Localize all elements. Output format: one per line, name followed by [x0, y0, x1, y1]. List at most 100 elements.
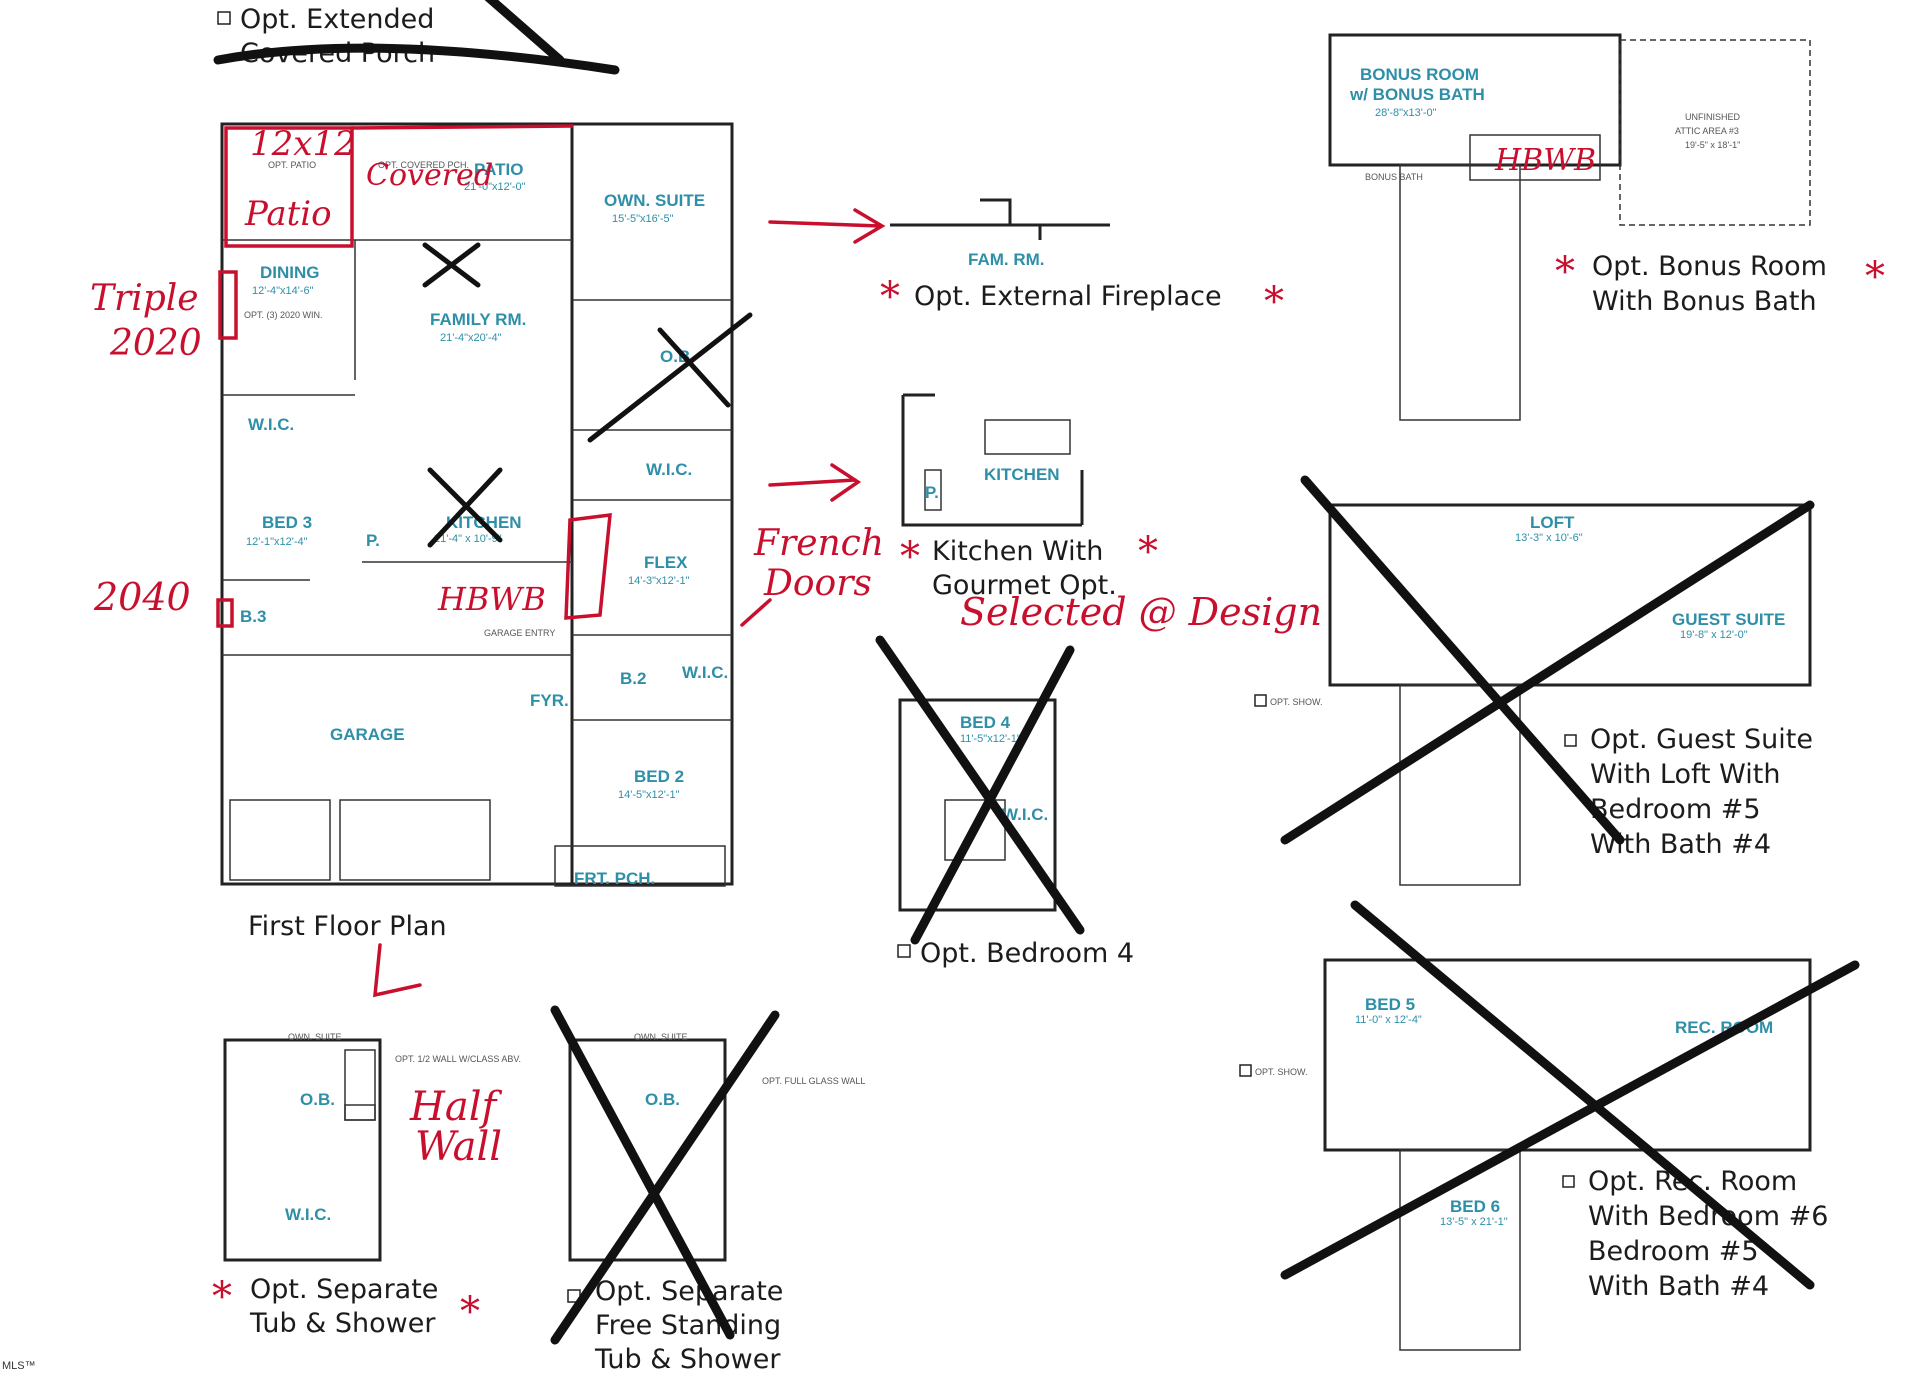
checkbox[interactable]	[1562, 1175, 1575, 1188]
strike-mark	[587, 312, 753, 443]
option-bonus-room: BONUS ROOM w/ BONUS BATH 28'-8"x13'-0" U…	[1328, 33, 1885, 421]
room-dimension: 21'-4" x 10'-9"	[434, 533, 502, 545]
checkbox[interactable]	[1254, 694, 1267, 707]
room-note: OPT. 1/2 WALL W/CLASS ABV.	[395, 1054, 521, 1064]
option-label: With Bonus Bath	[1592, 286, 1817, 317]
asterisk: *	[460, 1289, 480, 1335]
checkbox[interactable]	[217, 11, 231, 25]
strike-mark	[1280, 475, 1815, 845]
room-label: W.I.C.	[682, 663, 728, 682]
room-label: DINING	[260, 263, 320, 282]
option-label: Tub & Shower	[249, 1308, 436, 1339]
annotation: HBWB	[437, 580, 546, 618]
room-label: BED 5	[1365, 995, 1415, 1014]
room-label: FYR.	[530, 691, 569, 710]
option-label: Kitchen With	[932, 536, 1103, 567]
option-label: Free Standing	[595, 1310, 781, 1341]
room-dimension: 14'-3"x12'-1"	[628, 575, 690, 587]
annotation: Patio	[244, 194, 332, 234]
annotation: Doors	[763, 563, 872, 604]
room-label: LOFT	[1530, 513, 1575, 532]
checkbox[interactable]	[1239, 1064, 1252, 1077]
annotation: Triple	[90, 278, 199, 319]
room-label: BED 2	[634, 767, 684, 786]
room-note: UNFINISHED	[1685, 112, 1741, 122]
arrow	[373, 943, 422, 998]
room-label: P.	[925, 483, 939, 502]
asterisk: *	[1264, 279, 1284, 325]
room-label: PATIO	[474, 160, 523, 179]
room-note: OPT. (3) 2020 WIN.	[244, 310, 323, 320]
room-label: GARAGE	[330, 725, 405, 744]
option-external-fireplace: FAM. RM. Opt. External Fireplace * *	[880, 198, 1284, 325]
room-label: W.I.C.	[1002, 805, 1048, 824]
annotation: Wall	[415, 1124, 502, 1170]
strike-mark	[875, 635, 1085, 945]
option-label: Opt. External Fireplace	[914, 281, 1222, 312]
option-rec-room: BED 5 11'-0" x 12'-4" REC. ROOM BED 6 13…	[1239, 900, 1860, 1351]
annotation: Selected @ Design	[960, 590, 1322, 634]
room-label: W.I.C.	[248, 415, 294, 434]
room-label: BED 3	[262, 513, 312, 532]
option-label: Tub & Shower	[594, 1344, 781, 1375]
room-dimension: 19'-5" x 18'-1"	[1685, 140, 1740, 150]
room-label: FAMILY RM.	[430, 310, 526, 329]
option-free-standing-tub: OWN. SUITE O.B. OPT. FULL GLASS WALL Opt…	[550, 1005, 865, 1375]
room-label: B.3	[240, 607, 266, 626]
room-note: OPT. PATIO	[268, 160, 316, 170]
mls-watermark: MLS™	[2, 1360, 36, 1372]
room-label: GUEST SUITE	[1672, 610, 1785, 629]
room-note: OPT. FULL GLASS WALL	[762, 1076, 865, 1086]
arrow	[768, 208, 886, 244]
option-gourmet-kitchen: KITCHEN P. Kitchen With Gourmet Opt. * *…	[900, 393, 1322, 634]
strike-mark	[427, 467, 503, 548]
room-label: B.2	[620, 669, 646, 688]
room-dimension: 12'-4"x14'-6"	[252, 285, 314, 297]
room-label: FRT. PCH.	[574, 869, 655, 888]
room-label: O.B.	[645, 1090, 680, 1109]
room-label: BED 6	[1450, 1197, 1500, 1216]
room-note: OPT. SHOW.	[1255, 1067, 1308, 1077]
room-dimension: 11'-5"x12'-1"	[960, 733, 1021, 745]
first-floor-plan: OPT. COVERED PCH. OPT. PATIO PATIO 21'-0…	[90, 122, 886, 998]
plan-outline	[220, 122, 734, 886]
annotation: 2040	[93, 575, 191, 619]
arrow	[768, 463, 862, 502]
strike-mark	[1280, 900, 1860, 1290]
window-highlight	[218, 270, 238, 340]
room-dimension: 13'-5" x 21'-1"	[1440, 1216, 1508, 1228]
option-label: Opt. Bonus Room	[1592, 251, 1827, 282]
checkbox[interactable]	[1564, 734, 1577, 747]
asterisk: *	[880, 274, 900, 320]
room-dimension: 21'-0"x12'-0"	[464, 181, 526, 193]
room-dimension: 28'-8"x13'-0"	[1375, 107, 1437, 119]
option-extended-porch: Opt. Extended Covered Porch	[213, 0, 620, 75]
strike-mark	[422, 242, 481, 288]
room-label: KITCHEN	[984, 465, 1060, 484]
room-dimension: 19'-8" x 12'-0"	[1680, 629, 1748, 641]
room-dimension: 15'-5"x16'-5"	[612, 213, 674, 225]
room-label: OWN. SUITE	[604, 191, 705, 210]
room-dimension: 21'-4"x20'-4"	[440, 332, 502, 344]
room-note: OPT. COVERED PCH.	[378, 160, 469, 170]
room-note: OWN. SUITE	[288, 1032, 342, 1042]
option-label: With Bedroom #6	[1588, 1201, 1828, 1232]
room-label: O.B.	[300, 1090, 335, 1109]
strike-mark	[484, 0, 565, 65]
annotation: Covered	[366, 158, 493, 193]
annotation: Half	[409, 1084, 503, 1130]
room-note: ATTIC AREA #3	[1675, 126, 1739, 136]
room-label: w/ BONUS BATH	[1349, 85, 1485, 104]
room-dimension: 12'-1"x12'-4"	[246, 536, 308, 548]
checkbox[interactable]	[897, 944, 911, 958]
option-bedroom-4: BED 4 11'-5"x12'-1" W.I.C. Opt. Bedroom …	[875, 635, 1134, 969]
room-note: OPT. SHOW.	[1270, 697, 1323, 707]
annotation: French	[753, 523, 884, 564]
window-highlight	[216, 598, 234, 628]
room-label: FLEX	[644, 553, 688, 572]
room-note: BONUS BATH	[1365, 172, 1423, 182]
room-label: BONUS ROOM	[1360, 65, 1479, 84]
option-label: Opt. Bedroom 4	[920, 938, 1134, 969]
room-dimension: 14'-5"x12'-1"	[618, 789, 680, 801]
